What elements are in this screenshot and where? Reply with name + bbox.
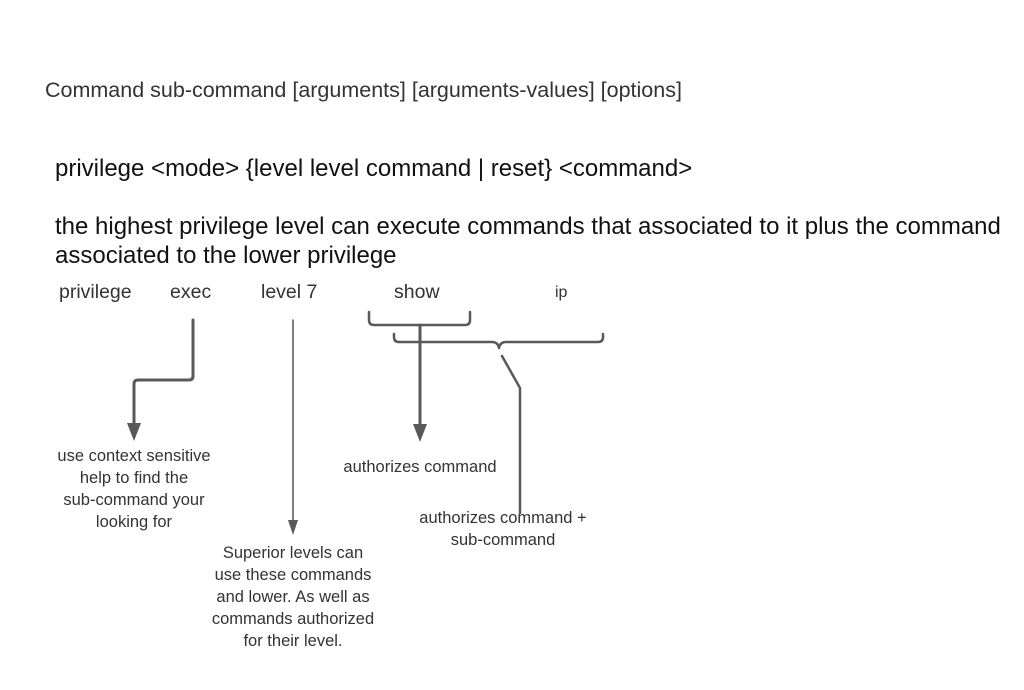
token-privilege: privilege: [59, 281, 132, 303]
show-annotation: authorizes command: [343, 458, 497, 476]
level-arrowhead: [288, 520, 298, 535]
token-ip: ip: [555, 284, 568, 301]
description-text: the highest privilege level can execute …: [55, 213, 1001, 269]
exec-connector: [132, 318, 195, 427]
token-level: level 7: [261, 281, 318, 303]
token-exec: exec: [170, 281, 212, 303]
exec-annotation: use context sensitive help to find the s…: [57, 447, 211, 531]
usage-line: privilege <mode> {level level command | …: [55, 155, 693, 182]
show-ip-connector: [500, 354, 522, 515]
show-arrowhead: [413, 424, 427, 442]
token-show: show: [394, 281, 440, 303]
syntax-line: Command sub-command [arguments] [argumen…: [45, 78, 682, 102]
exec-arrowhead: [127, 423, 141, 441]
show-ip-annotation: authorizes command + sub-command: [419, 509, 587, 549]
show-ip-brace: [392, 332, 605, 350]
level-annotation: Superior levels can use these commands a…: [211, 544, 375, 650]
show-brace: [367, 310, 472, 327]
